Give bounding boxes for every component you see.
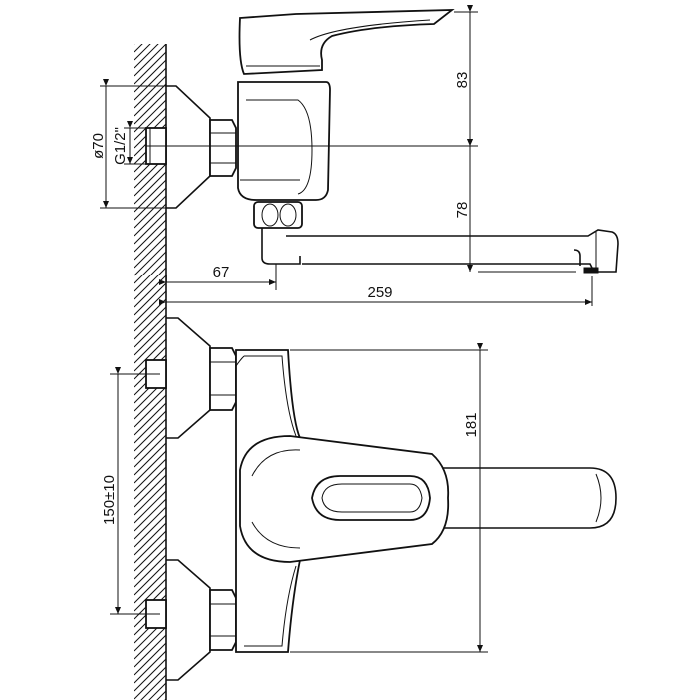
hatch-line (134, 243, 166, 277)
dim-181: 181 (463, 412, 480, 437)
hatch-line (134, 514, 166, 548)
hatch-line (134, 235, 166, 269)
hatch-line (134, 163, 166, 197)
dim-78: 78 (454, 202, 471, 219)
hatch-line (134, 474, 166, 508)
hatch-line (134, 99, 166, 133)
hatch-line (134, 570, 166, 604)
hatch-line (148, 682, 166, 700)
hatch-line (134, 306, 166, 340)
hatch-line (134, 330, 166, 364)
side-spout (261, 228, 301, 265)
hatch-line (134, 650, 166, 684)
hatch-line (134, 418, 166, 452)
dim-259: 259 (367, 284, 392, 301)
hatch-line (134, 44, 159, 69)
hatch-line (134, 275, 159, 300)
side-body (237, 81, 331, 201)
hatch-line (134, 546, 166, 580)
hatch-line (134, 402, 166, 436)
hatch-line (134, 458, 166, 492)
front-handle-slot (311, 475, 431, 521)
hatch-line (134, 490, 166, 524)
hatch-line (134, 482, 166, 516)
hatch-line (134, 219, 166, 253)
hatch-line (134, 44, 151, 61)
wall-hatch-bottom (134, 275, 167, 700)
hatch-line (134, 394, 166, 428)
hatch-line (134, 522, 166, 556)
hatch-line (134, 203, 166, 237)
hatch-line (134, 195, 166, 229)
hatch-line (134, 410, 166, 444)
hatch-line (134, 338, 166, 372)
hatch-line (134, 386, 166, 420)
hatch-line (134, 642, 166, 676)
hatch-line (134, 434, 166, 468)
dim-150: 150±10 (101, 475, 118, 525)
hatch-line (134, 171, 166, 205)
hatch-line (134, 442, 166, 476)
side-view (134, 9, 619, 282)
front-spout (436, 467, 617, 529)
hatch-line (134, 554, 166, 588)
hatch-line (134, 44, 166, 77)
front-flange-lower (166, 559, 211, 681)
hatch-line (134, 44, 143, 53)
hatch-line (134, 538, 166, 572)
hatch-line (134, 179, 166, 213)
front-flange-upper (166, 317, 211, 439)
hatch-line (134, 275, 151, 292)
hatch-line (140, 674, 166, 700)
hatch-line (156, 690, 166, 700)
hatch-line (134, 658, 166, 692)
hatch-line (134, 634, 166, 668)
hatch-line (134, 498, 166, 532)
dim-67: 67 (213, 264, 230, 281)
dim-83: 83 (454, 72, 471, 89)
hatch-line (134, 290, 166, 324)
dimension-lines (100, 5, 593, 653)
hatch-line (134, 107, 166, 141)
hatch-line (151, 267, 166, 282)
side-nut (209, 119, 237, 177)
hatch-line (134, 466, 166, 500)
hatch-line (134, 578, 166, 612)
hatch-line (134, 322, 166, 356)
hatch-line (134, 530, 166, 564)
hatch-line (134, 75, 166, 109)
hatch-line (134, 666, 166, 700)
front-view (134, 275, 617, 700)
hatch-line (134, 426, 166, 460)
hatch-line (134, 187, 166, 221)
hatch-line (134, 506, 166, 540)
dimension-labels: 83 78 ø70 G1/2" 67 259 181 150±10 (90, 72, 480, 525)
hatch-line (134, 59, 166, 93)
side-handle (238, 9, 455, 75)
dim-thread: G1/2" (112, 127, 129, 165)
hatch-line (134, 450, 166, 484)
hatch-line (134, 91, 166, 125)
hatch-line (134, 67, 166, 101)
hatch-line (134, 562, 166, 596)
hatch-line (134, 51, 166, 85)
hatch-line (134, 83, 166, 117)
side-flange (166, 85, 211, 209)
hatch-line (134, 227, 166, 261)
hatch-line (134, 314, 166, 348)
hatch-line (134, 211, 166, 245)
hatch-line (134, 275, 143, 284)
hatch-line (134, 44, 135, 45)
hatch-line (134, 626, 166, 660)
hatch-line (134, 282, 166, 316)
dim-diameter: ø70 (90, 133, 107, 159)
